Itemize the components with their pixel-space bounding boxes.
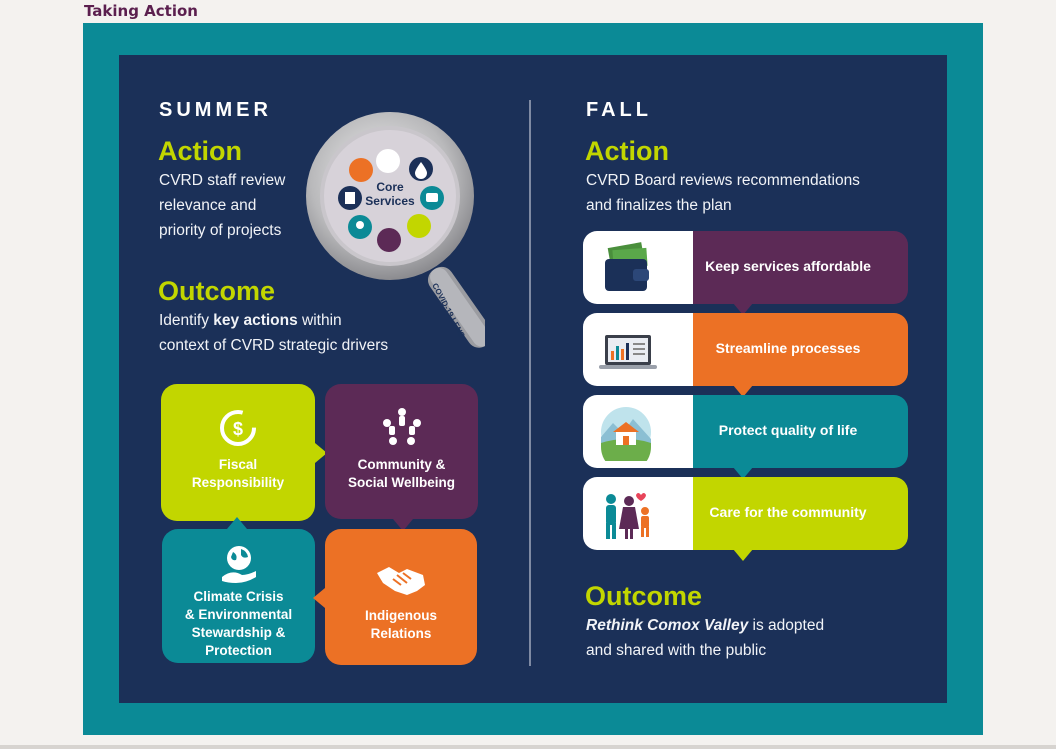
tile-pointer — [227, 517, 247, 529]
core-label: Core — [376, 180, 404, 194]
step-care-for-the-community: Care for the community — [583, 477, 908, 561]
bottom-rule — [0, 745, 1056, 749]
family-icon — [606, 493, 649, 539]
toilet-service-icon — [376, 149, 400, 173]
handshake-icon — [377, 567, 425, 595]
driver-fiscal-responsibility: $ Fiscal Responsibility — [161, 384, 315, 521]
step-streamline-processes: Streamline processes — [583, 313, 908, 397]
summer-outcome-heading: Outcome — [158, 276, 276, 306]
driver-climate-crisis: Climate Crisis & Environmental Stewardsh… — [162, 529, 315, 663]
fall-outcome-heading: Outcome — [585, 581, 703, 611]
magnifier-illustration: COVID-19 LENS Core Services — [306, 112, 485, 348]
swimming-icon — [377, 228, 401, 252]
dollar-cycle-icon: $ — [220, 410, 256, 446]
recycling-icon — [407, 214, 431, 238]
wallet-icon — [605, 242, 649, 291]
svg-text:$: $ — [233, 419, 243, 439]
tile-pointer — [313, 588, 325, 608]
people-circle-icon — [383, 408, 421, 445]
season-divider — [529, 100, 531, 666]
tile-pointer — [315, 443, 327, 463]
summer-outcome-text: Identify key actions within context of C… — [159, 312, 389, 354]
fall-outcome-text: Rethink Comox Valley is adopted and shar… — [586, 617, 825, 659]
summer-action-text: CVRD staff review relevance and priority… — [159, 172, 286, 239]
page-title: Taking Action — [84, 2, 198, 20]
driver-community-social-wellbeing: Community & Social Wellbeing — [325, 384, 478, 519]
services-label: Services — [365, 194, 415, 208]
summer-heading: SUMMER — [159, 99, 272, 121]
globe-hand-icon — [222, 546, 256, 583]
fire-service-icon — [349, 158, 373, 182]
summer-action-heading: Action — [158, 136, 242, 166]
driver-indigenous-relations: Indigenous Relations — [325, 529, 477, 665]
step-keep-services-affordable: Keep services affordable — [583, 231, 908, 315]
tile-pointer — [393, 519, 413, 531]
fall-heading: FALL — [586, 99, 652, 121]
fall-action-text: CVRD Board reviews recommendations and f… — [586, 172, 860, 214]
step-protect-quality-of-life: Protect quality of life — [583, 395, 908, 479]
laptop-chart-icon — [599, 335, 657, 369]
fall-action-heading: Action — [585, 136, 669, 166]
house-landscape-icon — [601, 407, 651, 461]
